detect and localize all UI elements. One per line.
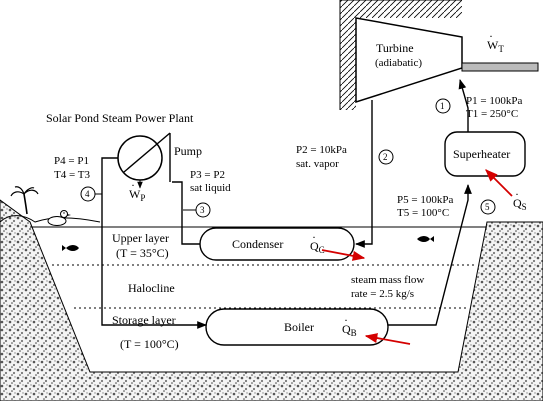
superheater-heat-dot: · (515, 187, 519, 201)
state-3-line1: P3 = P2 (190, 169, 225, 181)
superheater: Superheater QS · (444, 131, 527, 212)
upper-layer-label: Upper layer (112, 231, 169, 245)
svg-text:3: 3 (200, 205, 205, 215)
storage-layer-temp: (T = 100°C) (120, 337, 179, 351)
state-2-marker (378, 149, 394, 165)
turbine-label: Turbine (376, 41, 414, 55)
state-5-line1: P5 = 100kPa (397, 194, 453, 206)
condenser-heat-arrow (321, 249, 366, 261)
state-5: 5 P5 = 100kPa T5 = 100°C (397, 194, 496, 219)
svg-text:1: 1 (440, 101, 445, 111)
state-1: 1 P1 = 100kPa T1 = 250°C (435, 95, 522, 120)
boiler-heat-label: QB (342, 322, 357, 338)
superheater-heat-arrow (485, 169, 513, 197)
state-2-line2: sat. vapor (296, 158, 339, 170)
pond-ground (0, 199, 543, 401)
duck-icon (47, 210, 71, 226)
condenser-heat-label: QC (310, 239, 325, 255)
turbine: Turbine (adiabatic) WT · (339, 0, 539, 110)
boiler: Boiler QB · (205, 308, 411, 346)
superheater-label: Superheater (453, 147, 510, 161)
condenser-label: Condenser (232, 237, 283, 251)
state-3: 3 P3 = P2 sat liquid (183, 169, 231, 218)
pump-label: Pump (174, 144, 202, 158)
pump: Pump WP · (117, 132, 202, 203)
condenser: Condenser QC · (199, 227, 366, 261)
fish-icon (62, 245, 79, 251)
boiler-body (205, 308, 389, 346)
palm-tree-icon (10, 186, 39, 215)
state-3-line2: sat liquid (190, 182, 231, 194)
svg-text:5: 5 (485, 202, 490, 212)
turbine-work-label: WT (487, 38, 504, 54)
pump-work-dot: · (131, 178, 135, 192)
state-5-marker (480, 199, 496, 215)
state-4: 4 P4 = P1 T4 = T3 (54, 155, 102, 202)
mass-flow-line1: steam mass flow (351, 274, 424, 286)
fish-icon (417, 236, 434, 242)
ground-surface-left (0, 215, 101, 223)
mass-flow-line2: rate = 2.5 kg/s (351, 288, 414, 300)
state-1-line1: P1 = 100kPa (466, 95, 522, 107)
halocline-label: Halocline (128, 281, 175, 295)
turbine-shaft (461, 62, 539, 72)
solar-pond (0, 199, 543, 401)
condenser-body (199, 227, 355, 261)
boiler-heat-arrow (364, 333, 411, 345)
svg-text:2: 2 (383, 152, 388, 162)
superheater-heat-label: QS (513, 196, 527, 212)
turbine-work-dot: · (489, 29, 493, 43)
turbine-mount-hatch (340, 0, 462, 110)
page-title: Solar Pond Steam Power Plant (46, 111, 194, 125)
state-1-marker (435, 98, 451, 114)
svg-text:4: 4 (85, 189, 90, 199)
state-1-line2: T1 = 250°C (466, 108, 518, 120)
turbine-sublabel: (adiabatic) (375, 57, 422, 69)
superheater-body (444, 131, 526, 177)
state-5-line2: T5 = 100°C (397, 207, 449, 219)
boiler-label: Boiler (284, 320, 314, 334)
condenser-heat-dot: · (312, 230, 316, 244)
state-2-line1: P2 = 10kPa (296, 144, 347, 156)
state-4-line1: P4 = P1 (54, 155, 89, 167)
boiler-heat-dot: · (344, 313, 348, 327)
state-4-line2: T4 = T3 (54, 169, 90, 181)
upper-layer-temp: (T = 35°C) (116, 246, 169, 260)
state-2: 2 P2 = 10kPa sat. vapor (296, 144, 394, 170)
pump-work-label: WP (129, 187, 145, 203)
storage-layer-label: Storage layer (112, 313, 176, 327)
piping (101, 79, 472, 329)
